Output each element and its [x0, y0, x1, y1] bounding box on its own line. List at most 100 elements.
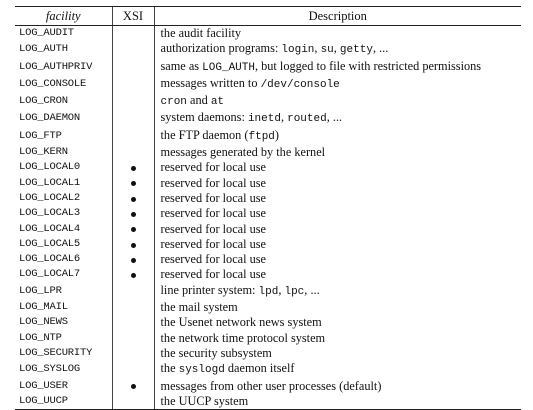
facility-name: LOG_MAIL: [19, 301, 68, 314]
description-code: cron: [160, 96, 187, 109]
xsi-cell: [111, 127, 154, 146]
facility-name: LOG_NTP: [19, 331, 62, 344]
facility-name: LOG_CONSOLE: [19, 77, 87, 90]
description-text: ,: [333, 41, 340, 56]
facility-name: LOG_LOCAL4: [19, 222, 81, 235]
description-text: reserved for local use: [160, 175, 267, 190]
xsi-cell: [111, 160, 154, 176]
facility-name: LOG_SYSLOG: [19, 363, 81, 376]
table-row: LOG_LOCAL4 reserved for local use: [15, 221, 521, 237]
table-row: LOG_USER messages from other user process…: [15, 378, 521, 394]
facility-description: line printer system: lpd, lpc, ...: [153, 282, 521, 301]
xsi-bullet-icon: [130, 273, 136, 279]
facility-description: same as LOG_AUTH, but logged to file wit…: [153, 58, 521, 76]
xsi-cell: [111, 330, 154, 346]
description-text: messages from other user processes (defa…: [160, 378, 382, 393]
description-text: the security subsystem: [160, 345, 272, 360]
xsi-cell: [111, 58, 154, 76]
xsi-bullet-icon: [130, 384, 136, 390]
description-text: messages generated by the kernel: [160, 145, 326, 160]
facility-name: LOG_FTP: [19, 129, 62, 142]
facility-description: the mail system: [153, 300, 521, 316]
description-text: reserved for local use: [160, 221, 267, 236]
facility-name: LOG_USER: [19, 379, 68, 392]
xsi-bullet-icon: [130, 227, 136, 233]
facility-name: LOG_LOCAL0: [19, 161, 81, 174]
description-text: the audit facility: [160, 26, 242, 40]
xsi-cell: [111, 41, 154, 59]
table-row: LOG_NTP the network time protocol system: [15, 330, 521, 346]
description-text: system daemons:: [160, 110, 248, 125]
description-text: ): [274, 127, 280, 142]
facility-name: LOG_LOCAL1: [19, 176, 81, 189]
table-row: LOG_LOCAL6 reserved for local use: [15, 252, 521, 268]
description-text: reserved for local use: [160, 160, 267, 175]
description-text: same as: [160, 58, 203, 73]
facility-name: LOG_LOCAL5: [19, 237, 81, 250]
xsi-cell: [111, 206, 154, 222]
facility-description: messages generated by the kernel: [153, 145, 521, 161]
xsi-cell: [111, 221, 154, 237]
facility-description: the Usenet network news system: [153, 315, 521, 331]
table-row: LOG_LPR line printer system: lpd, lpc, ..…: [15, 282, 521, 301]
description-code: LOG_AUTH: [202, 61, 255, 74]
description-text: reserved for local use: [160, 252, 267, 267]
xsi-cell: [111, 190, 154, 207]
table-row: LOG_SECURITY the security subsystem: [15, 345, 521, 362]
description-text: the network time protocol system: [160, 330, 326, 345]
description-text: the Usenet network news system: [160, 315, 322, 330]
facility-description: reserved for local use: [153, 221, 521, 237]
table-row: LOG_LOCAL0 reserved for local use: [15, 160, 521, 176]
xsi-bullet-icon: [130, 181, 136, 187]
description-text: , ...: [304, 282, 320, 297]
description-text: ,: [280, 110, 288, 125]
header-description: Description: [153, 6, 521, 26]
xsi-cell: [111, 315, 154, 331]
facility-description: the UUCP system: [153, 393, 521, 410]
description-text: the FTP daemon (: [160, 127, 249, 142]
table-row: LOG_LOCAL3 reserved for local use: [15, 206, 521, 222]
description-text: , ...: [326, 110, 343, 125]
facility-description: the FTP daemon (ftpd): [153, 127, 521, 146]
xsi-bullet-icon: [130, 242, 136, 248]
xsi-cell: [111, 267, 154, 283]
facility-name: LOG_SECURITY: [19, 346, 93, 359]
xsi-bullet-icon: [130, 196, 136, 202]
facility-description: reserved for local use: [153, 206, 521, 222]
xsi-cell: [111, 282, 154, 301]
facility-name: LOG_DAEMON: [19, 112, 81, 125]
facility-name: LOG_LOCAL6: [19, 253, 81, 266]
facility-name: LOG_LOCAL3: [19, 207, 81, 220]
xsi-cell: [111, 378, 154, 394]
description-code: login: [281, 44, 315, 57]
description-text: daemon itself: [224, 361, 295, 376]
facility-description: reserved for local use: [153, 252, 521, 268]
facility-name: LOG_AUTHPRIV: [19, 60, 93, 73]
header-xsi: XSI: [111, 6, 154, 26]
header-row: facility XSI Description: [15, 6, 521, 26]
facility-description: cron and at: [153, 93, 521, 111]
facility-description: reserved for local use: [153, 267, 521, 283]
xsi-cell: [111, 345, 154, 362]
header-facility: facility: [15, 6, 112, 26]
xsi-cell: [111, 25, 154, 42]
description-text: reserved for local use: [160, 206, 267, 221]
xsi-cell: [111, 110, 154, 128]
xsi-cell: [111, 361, 154, 379]
description-text: the UUCP system: [160, 393, 249, 408]
description-code: /dev/console: [260, 78, 340, 91]
facility-description: the audit facility: [153, 25, 521, 42]
description-text: the: [160, 361, 179, 376]
description-text: reserved for local use: [160, 267, 267, 282]
description-text: ,: [314, 41, 321, 56]
facility-name: LOG_UUCP: [15, 393, 112, 410]
table-row: LOG_MAIL the mail system: [15, 300, 521, 316]
xsi-cell: [111, 75, 154, 94]
facility-name: LOG_LPR: [19, 284, 62, 297]
